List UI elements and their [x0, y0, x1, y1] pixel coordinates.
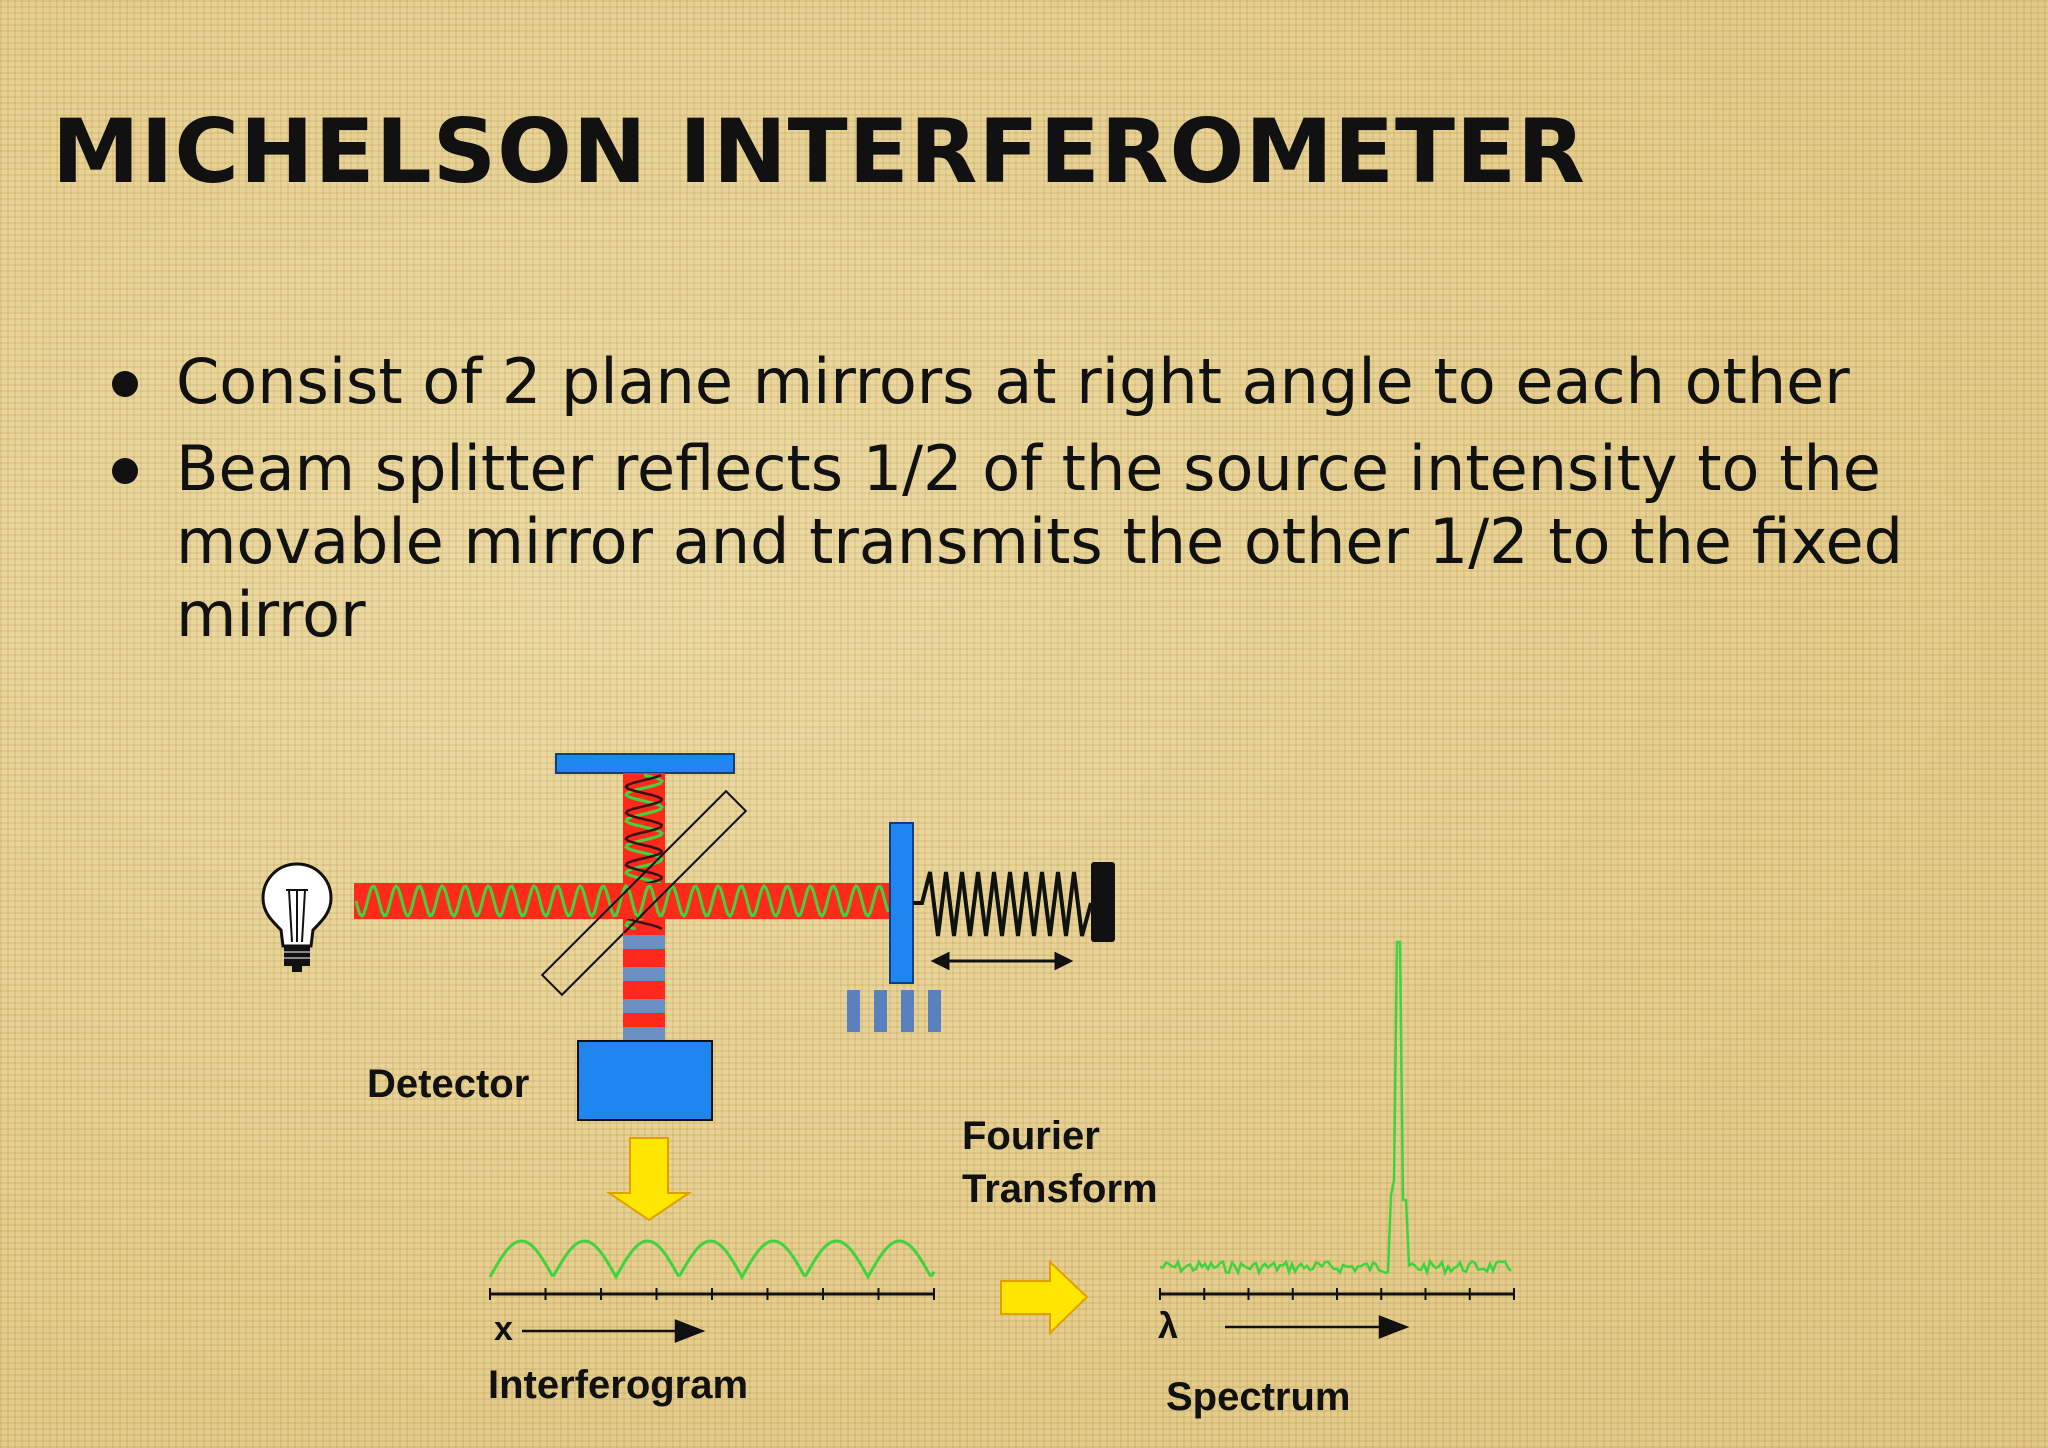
- interferogram-wave: [488, 1239, 936, 1281]
- detector-label: Detector: [367, 1062, 529, 1106]
- fourier-label-line2: Transform: [962, 1167, 1158, 1211]
- bullet-list: Consist of 2 plane mirrors at right angl…: [110, 345, 1910, 665]
- beam-splitter: [540, 789, 748, 997]
- interferogram-axis-symbol: x: [494, 1310, 513, 1348]
- spectrum-axis-arrow: [1225, 1315, 1410, 1339]
- bullet-dot: [112, 458, 138, 484]
- right-arrow-icon: [1000, 1259, 1089, 1336]
- mirror-position-marks: [847, 990, 941, 1032]
- spectrum-label: Spectrum: [1166, 1375, 1351, 1419]
- fixed-mirror: [555, 753, 735, 774]
- spring-icon: [913, 871, 1093, 937]
- movable-mirror: [889, 822, 914, 984]
- bullet-text: Beam splitter reflects 1/2 of the source…: [176, 432, 1903, 651]
- bullet-text: Consist of 2 plane mirrors at right angl…: [176, 345, 1850, 418]
- spectrum-ticks: [1159, 1288, 1515, 1300]
- slide-title: MICHELSON INTERFEROMETER: [52, 100, 1586, 203]
- bullet-item: Beam splitter reflects 1/2 of the source…: [110, 432, 1910, 651]
- interferogram-axis-arrow: [522, 1319, 706, 1343]
- spectrum-trace: [1159, 940, 1512, 1277]
- interferogram-label: Interferogram: [488, 1363, 748, 1407]
- interferogram-ticks: [489, 1288, 935, 1300]
- spectrum-axis-symbol: λ: [1158, 1305, 1178, 1346]
- fourier-label-line1: Fourier: [962, 1114, 1100, 1158]
- detector-beam: [623, 933, 665, 1043]
- bullet-dot: [112, 371, 138, 397]
- spring-anchor: [1091, 862, 1115, 942]
- double-arrow-icon: [930, 951, 1074, 971]
- down-arrow-icon: [605, 1137, 693, 1222]
- detector-box: [577, 1040, 713, 1121]
- light-bulb-icon: [261, 862, 333, 972]
- bullet-item: Consist of 2 plane mirrors at right angl…: [110, 345, 1910, 418]
